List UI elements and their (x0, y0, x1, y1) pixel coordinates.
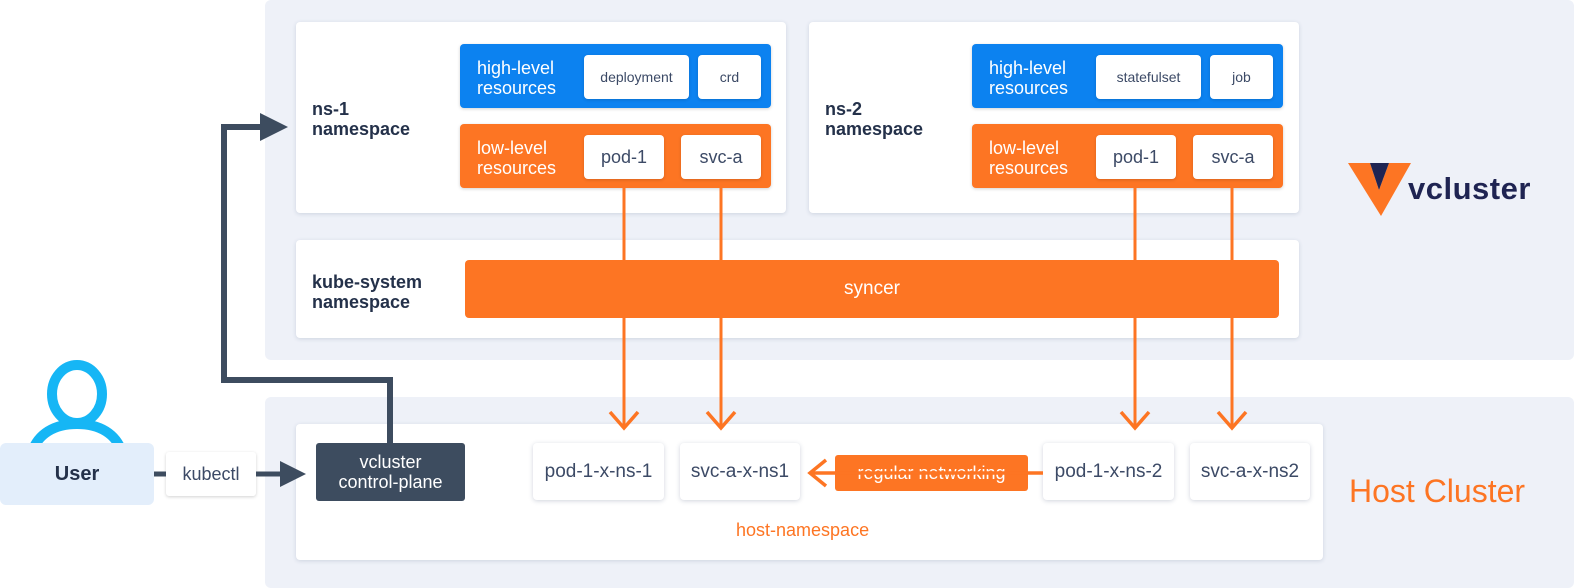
ns-2-high-level-label: high-level resources (989, 58, 1069, 98)
host-pod-pod-1-x-ns-2[interactable]: pod-1-x-ns-2 (1043, 443, 1174, 500)
host-pod-pod-1-x-ns-1[interactable]: pod-1-x-ns-1 (533, 443, 664, 500)
ns-1-label: ns-1 namespace (312, 99, 411, 139)
host-namespace-label: host-namespace (736, 520, 870, 540)
host-pod-svc-a-x-ns2[interactable]: svc-a-x-ns2 (1190, 443, 1310, 500)
user-icon (27, 360, 127, 457)
control-plane-line1: vcluster (359, 452, 422, 472)
syncer-bar[interactable]: syncer (465, 260, 1279, 318)
ns-1-high-level-label: high-level resources (477, 58, 557, 98)
control-plane-line2: control-plane (338, 472, 443, 492)
user-box[interactable]: User (0, 443, 154, 505)
ns-1-low-level-label: low-level resources (477, 138, 557, 178)
ns-2-low-level-label: low-level resources (989, 138, 1069, 178)
resource-chip-pod-1[interactable]: pod-1 (584, 135, 664, 179)
resource-chip-svc-a[interactable]: svc-a (1193, 135, 1273, 179)
vcluster-logo-icon (1348, 163, 1411, 216)
regular-networking-label: regular networking (835, 455, 1028, 491)
kube-system-label: kube-system namespace (312, 272, 423, 312)
host-pod-svc-a-x-ns1[interactable]: svc-a-x-ns1 (680, 443, 800, 500)
resource-chip-svc-a[interactable]: svc-a (681, 135, 761, 179)
host-cluster-title: Host Cluster (1349, 473, 1526, 509)
ns-2-label: ns-2 namespace (825, 99, 924, 139)
resource-chip-statefulset[interactable]: statefulset (1096, 55, 1201, 99)
resource-chip-crd[interactable]: crd (698, 55, 761, 99)
vcluster-logo-text: vcluster (1408, 171, 1531, 206)
resource-chip-job[interactable]: job (1210, 55, 1273, 99)
resource-chip-pod-1[interactable]: pod-1 (1096, 135, 1176, 179)
control-plane-box[interactable]: vcluster control-plane (316, 443, 465, 501)
kubectl-label: kubectl (166, 452, 256, 496)
resource-chip-deployment[interactable]: deployment (584, 55, 689, 99)
